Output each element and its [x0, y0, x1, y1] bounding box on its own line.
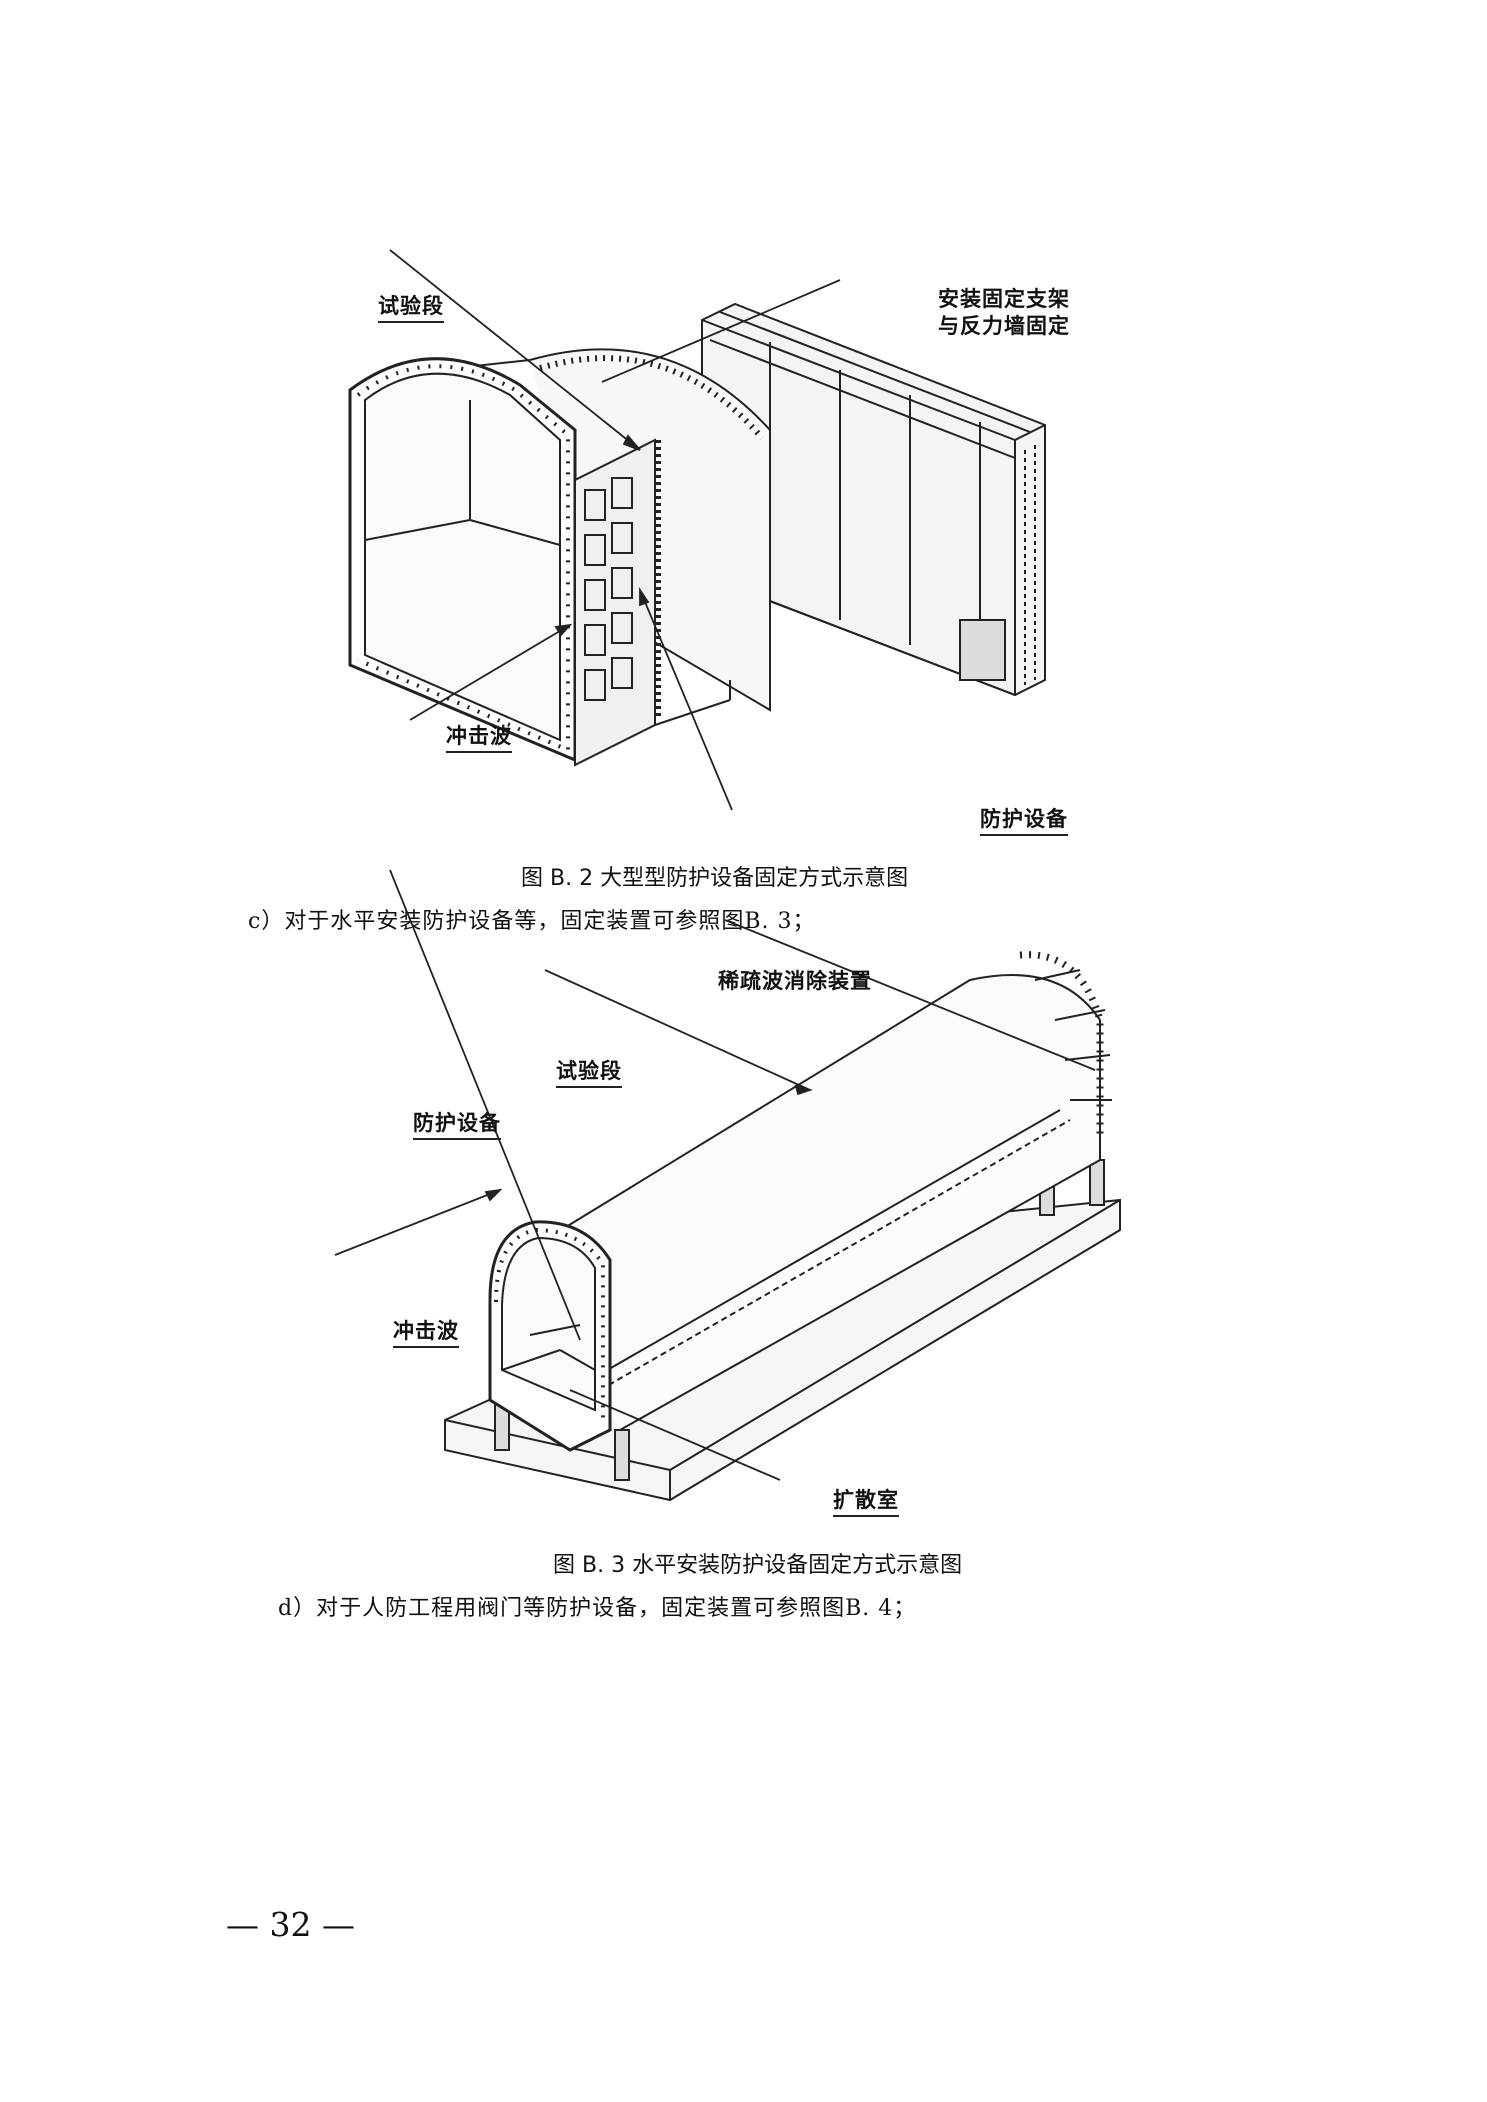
b3-label-expansion-chamber: 扩散室: [833, 1484, 899, 1517]
figure-b2-drawing: [348, 249, 1046, 811]
b2-label-arrows: [389, 249, 841, 811]
b2-label-shock-wave: 冲击波: [446, 720, 512, 753]
tunnel-portal-frame: [348, 357, 577, 763]
protective-equipment-panel: [574, 438, 731, 767]
paragraph-d: d）对于人防工程用阀门等防护设备，固定装置可参照图B. 4；: [278, 1596, 917, 1621]
b3-label-arrows: [334, 869, 1096, 1481]
figure-b2-caption: 图 B. 2 大型型防护设备固定方式示意图: [521, 866, 909, 891]
b3-label-shock-wave: 冲击波: [393, 1315, 459, 1348]
figure-b3-caption: 图 B. 3 水平安装防护设备固定方式示意图: [553, 1553, 963, 1578]
b3-label-test-section: 试验段: [556, 1055, 622, 1088]
b3-label-protective-equipment: 防护设备: [413, 1107, 501, 1140]
b2-label-protective-equipment: 防护设备: [980, 803, 1068, 836]
b2-label-test-section: 试验段: [378, 290, 444, 323]
b2-label-mount-bracket-line2: 与反力墙固定: [938, 314, 1070, 338]
b2-label-mount-bracket-line1: 安装固定支架: [938, 287, 1070, 311]
reaction-wall-frame: [701, 302, 1046, 697]
test-section-cylinder: [524, 951, 1112, 1431]
page-number: — 32 —: [226, 1905, 355, 1944]
b3-label-rarefaction-device: 稀疏波消除装置: [718, 969, 872, 993]
figure-b3-drawing: [334, 869, 1121, 1502]
paragraph-c: c）对于水平安装防护设备等，固定装置可参照图B. 3；: [248, 909, 816, 934]
